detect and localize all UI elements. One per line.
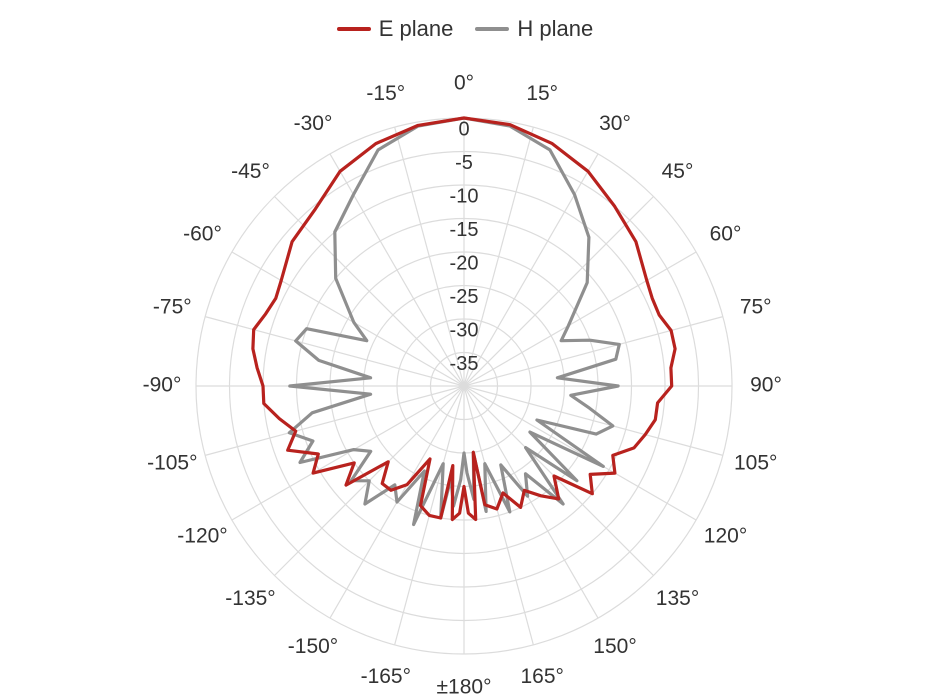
- angular-tick-label: -90°: [143, 374, 182, 397]
- legend-item-e-plane[interactable]: E plane: [336, 16, 454, 42]
- angular-tick-label: -135°: [225, 587, 275, 610]
- series-line-e-plane: [251, 116, 677, 522]
- angular-tick-label: -75°: [153, 295, 192, 318]
- grid-spoke: [231, 251, 465, 387]
- radial-tick-labels: 0 -5 -10 -15 -20 -25 -30 -35: [450, 119, 479, 376]
- angular-tick-label: 150°: [593, 635, 636, 658]
- grid-spoke: [463, 316, 724, 387]
- legend: E plane H plane: [0, 16, 930, 42]
- angular-tick-label: -165°: [361, 665, 411, 688]
- grid-spoke: [463, 385, 534, 646]
- angular-tick-label: -105°: [147, 452, 197, 475]
- polar-grid: [195, 117, 733, 655]
- grid-spoke: [463, 251, 697, 387]
- grid-spoke: [274, 196, 465, 387]
- angular-tick-labels: 0° 15° 30° 45° 60° 75° 90° 105° 120° 135° 150° 165°…: [143, 72, 782, 696]
- grid-spoke: [463, 385, 724, 456]
- legend-item-h-plane[interactable]: H plane: [475, 16, 593, 42]
- grid-spoke: [329, 153, 465, 387]
- grid-spoke: [463, 126, 534, 387]
- grid-spoke: [463, 153, 599, 387]
- angular-tick-label: -15°: [366, 82, 405, 105]
- radial-tick-label: -5: [455, 152, 473, 174]
- angular-tick-label: -60°: [183, 223, 222, 246]
- angular-tick-label: 135°: [656, 587, 699, 610]
- grid-spoke: [463, 385, 654, 576]
- grid-spoke: [463, 385, 599, 619]
- angular-tick-label: 15°: [526, 82, 558, 105]
- series-layer: [251, 116, 677, 527]
- radial-tick-label: 0: [458, 119, 469, 141]
- angular-tick-label: 75°: [740, 295, 772, 318]
- radial-tick-label: -30: [450, 320, 479, 342]
- angular-tick-label: 90°: [750, 374, 782, 397]
- radial-tick-label: -10: [450, 186, 479, 208]
- angular-tick-label: 0°: [454, 72, 474, 95]
- legend-swatch-h-plane: [475, 27, 510, 31]
- radial-tick-label: -25: [450, 286, 479, 308]
- legend-label-e-plane: E plane: [378, 16, 454, 41]
- angular-tick-label: 60°: [710, 223, 742, 246]
- radial-tick-label: -35: [450, 353, 479, 375]
- series-line-h-plane: [287, 116, 621, 527]
- angular-tick-label: -120°: [177, 525, 227, 548]
- radial-tick-label: -20: [450, 253, 479, 275]
- angular-tick-label: -30°: [294, 112, 333, 135]
- legend-label-h-plane: H plane: [517, 16, 594, 41]
- angular-tick-label: 45°: [662, 160, 694, 183]
- radial-tick-label: -15: [450, 219, 479, 241]
- angular-tick-label: -150°: [288, 635, 338, 658]
- grid-spoke: [394, 126, 465, 387]
- grid-spoke: [231, 385, 465, 521]
- angular-tick-label: 105°: [734, 452, 777, 475]
- angular-tick-label: 30°: [599, 112, 631, 135]
- grid-spoke: [204, 316, 465, 387]
- grid-spoke: [204, 385, 465, 456]
- angular-tick-label: 120°: [704, 525, 747, 548]
- grid-spoke: [463, 196, 654, 387]
- grid-spoke: [463, 385, 697, 521]
- angular-tick-label: -45°: [231, 160, 270, 183]
- angular-tick-label: 165°: [520, 665, 563, 688]
- angular-tick-label: ±180°: [437, 676, 492, 696]
- legend-swatch-e-plane: [336, 27, 371, 31]
